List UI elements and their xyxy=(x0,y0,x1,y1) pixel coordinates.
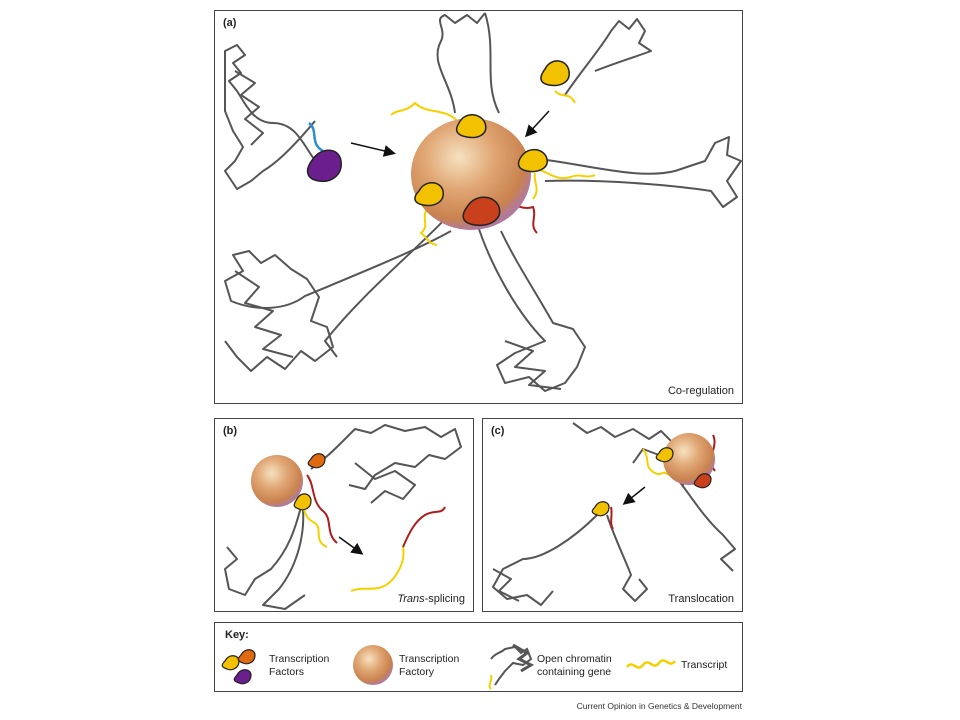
key-label-factory: Transcription Factory xyxy=(399,653,460,678)
transcription-factory-icon xyxy=(353,645,393,685)
footer-credit: Current Opinion in Genetics & Developmen… xyxy=(576,701,742,711)
chromatin-fiber xyxy=(262,508,306,610)
panel-letter-c: (c) xyxy=(491,425,505,437)
transcription-factor-icon xyxy=(591,501,610,517)
key-label-transcript: Transcript xyxy=(681,659,728,671)
panel-letter-a: (a) xyxy=(223,17,237,29)
chromatin-fiber xyxy=(436,12,500,114)
chromatin-fiber xyxy=(224,230,452,372)
transcription-factor-icon xyxy=(693,473,712,489)
chromatin-fiber xyxy=(572,422,674,464)
transcript-wire xyxy=(419,206,438,246)
chromatin-fiber xyxy=(354,462,416,504)
chromatin-fiber xyxy=(234,270,294,358)
transcription-factor-icon xyxy=(237,649,256,665)
chromatin-fiber xyxy=(520,136,742,208)
key-icons xyxy=(221,643,676,690)
chromatin-icon xyxy=(490,645,533,686)
panel-trans-splicing: (b) Trans-splicing xyxy=(214,418,474,612)
co-regulation-illustration xyxy=(224,12,742,392)
transcription-factor-icon xyxy=(517,148,548,173)
transcript-red xyxy=(402,506,446,548)
transcription-factor-icon xyxy=(455,114,487,139)
transcript-wire xyxy=(532,172,538,200)
panel-translocation: (c) Translocation xyxy=(482,418,743,612)
chromatin-fiber xyxy=(324,218,446,358)
translocation-illustration xyxy=(492,422,736,606)
key-title: Key: xyxy=(225,629,249,641)
chromatin-fiber xyxy=(224,506,302,596)
transcription-factor-icon xyxy=(655,447,674,463)
panel-co-regulation: (a) xyxy=(214,10,743,404)
chromatin-fiber xyxy=(564,18,652,96)
chromatin-icon xyxy=(512,643,535,673)
transcription-factor-icon xyxy=(462,196,501,227)
transcription-factor-icon xyxy=(414,182,444,207)
caption-trans-splicing: Trans-splicing xyxy=(397,593,465,605)
trans-splicing-illustration xyxy=(224,424,462,610)
transcription-factor-icon xyxy=(306,149,342,183)
arrow-icon xyxy=(524,110,550,138)
transcription-factor-icon xyxy=(307,453,326,469)
key-label-factors: Transcription Factors xyxy=(269,653,330,678)
transcript-red xyxy=(306,474,338,544)
caption-rest-part: -splicing xyxy=(424,593,465,605)
panel-letter-b: (b) xyxy=(223,425,238,437)
chromatin-fiber xyxy=(476,222,586,392)
transcript-red xyxy=(610,506,614,530)
transcription-factory-icon xyxy=(663,433,715,485)
chromatin-fiber xyxy=(678,480,736,572)
key-panel: Key: Transcription Factors Transcription… xyxy=(214,622,743,692)
transcription-factory-icon xyxy=(251,455,303,507)
transcript-wire xyxy=(350,546,405,592)
chromatin-fiber xyxy=(504,340,562,390)
chromatin-fiber xyxy=(224,44,320,190)
caption-translocation: Translocation xyxy=(668,593,734,605)
transcription-factor-icon xyxy=(221,655,240,671)
chromatin-fiber xyxy=(492,568,520,602)
transcript-wire xyxy=(642,448,670,476)
transcript-wire xyxy=(536,168,596,179)
caption-co-regulation: Co-regulation xyxy=(667,385,734,397)
arrow-icon xyxy=(350,142,396,157)
transcript-icon xyxy=(626,659,676,669)
transcript-wire xyxy=(554,90,576,104)
key-label-chromatin: Open chromatin containing gene xyxy=(537,653,612,678)
transcription-factor-icon xyxy=(233,669,252,685)
chromatin-fiber xyxy=(310,424,462,490)
transcription-factor-icon xyxy=(540,60,570,87)
chromatin-fiber xyxy=(234,70,264,146)
chromatin-fiber xyxy=(492,514,598,606)
transcription-factory-icon xyxy=(411,118,531,230)
arrow-icon xyxy=(622,486,646,505)
caption-italic-part: Trans xyxy=(397,593,425,605)
arrow-icon xyxy=(338,536,364,555)
transcription-factor-icon xyxy=(293,493,312,511)
chromatin-gene-segment xyxy=(488,674,493,690)
gene-segment-blue xyxy=(308,122,324,153)
transcript-wire xyxy=(390,101,460,124)
